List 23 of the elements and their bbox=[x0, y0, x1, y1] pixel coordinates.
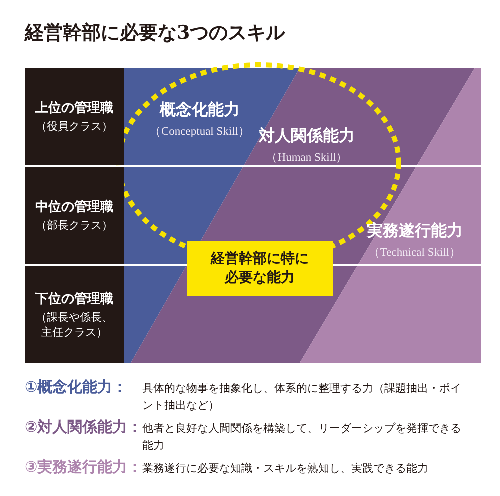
skill-name: 実務遂行能力 bbox=[367, 221, 463, 242]
skill-name: 対人関係能力 bbox=[259, 126, 355, 147]
skill-description: 他者と良好な人間関係を構築して、リーダーシップを発揮できる能力 bbox=[142, 421, 463, 454]
level-name: 中位の管理職 bbox=[36, 198, 114, 216]
level-detail: （役員クラス） bbox=[35, 119, 114, 134]
row-header bbox=[25, 266, 124, 363]
skill-english-name: （Technical Skill） bbox=[368, 246, 462, 260]
row-header bbox=[25, 68, 124, 165]
skill-english-name: （Conceptual Skill） bbox=[150, 125, 250, 139]
title: 経営幹部に必要な3つのスキル bbox=[25, 21, 286, 46]
skill-english-name: （Human Skill） bbox=[266, 151, 348, 165]
level-name: 下位の管理職 bbox=[36, 290, 114, 308]
skill-term: ②対人関係能力： bbox=[25, 418, 143, 438]
level-detail: （部長クラス） bbox=[35, 218, 114, 233]
highlight-box: 経営幹部に特に必要な能力 bbox=[187, 241, 333, 296]
skill-description: 具体的な物事を抽象化し、体系的に整理する力（課題抽出・ポイント抽出など） bbox=[142, 381, 463, 414]
skill-name: 概念化能力 bbox=[160, 100, 240, 121]
skill-term: ①概念化能力： bbox=[25, 378, 129, 398]
skill-description: 業務遂行に必要な知識・スキルを熟知し、実践できる能力 bbox=[142, 461, 430, 478]
level-detail: （課長や係長、主任クラス） bbox=[35, 310, 114, 340]
row-header bbox=[25, 167, 124, 264]
level-name: 上位の管理職 bbox=[36, 100, 114, 117]
skill-term: ③実務遂行能力： bbox=[25, 458, 143, 478]
